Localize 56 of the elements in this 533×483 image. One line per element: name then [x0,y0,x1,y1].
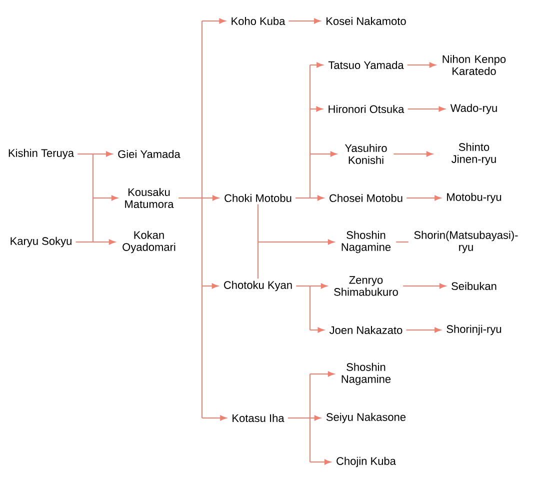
arrow [407,106,446,112]
arrow [310,327,324,333]
name-label: Kosei Nakamoto [326,16,406,26]
name-label: Wado-ryu [450,104,497,114]
arrow [310,62,324,68]
arrow [92,239,116,245]
name-label: Seiyu Nakasone [326,412,406,424]
arrow [310,283,328,289]
name-label: Kousaku Matumora [125,188,174,208]
arrow [406,327,442,333]
name-label: Giei Yamada [118,150,180,158]
connector-line [75,154,94,242]
name-label: Shorin(Matsubayasi)-ryu [414,230,518,254]
arrow [92,195,118,201]
arrow [202,195,219,201]
arrow [310,371,334,377]
name-label: Motobu-ryu [447,192,502,204]
arrow [402,283,446,289]
connector-line [295,64,310,198]
name-label: Hironori Otsuka [328,104,404,114]
arrow [202,415,227,421]
name-label: Nihon Kenpo Karatedo [442,54,506,76]
connector-line [296,286,310,330]
name-label: Choki Motobu [224,194,292,202]
arrow [310,459,331,465]
name-label: Shorinji-ryu [446,324,502,336]
name-label: Seibukan [452,282,496,290]
name-label: Zenryo Shimabukuro [334,276,398,296]
name-label: Kokan Oyadomari [122,230,176,254]
arrow [406,195,442,201]
name-label: Tatsuo Yamada [328,60,404,70]
name-label: Kotasu Iha [232,414,284,422]
name-label: Chojin Kuba [336,456,396,468]
connector-line [287,374,310,462]
arrow [202,18,226,24]
name-label: Karyu Sokyu [10,236,72,248]
arrow [92,151,112,157]
name-label: Joen Nakazato [329,326,402,334]
arrow [393,151,433,157]
arrow [406,62,436,68]
arrow [258,204,334,280]
connector-line [178,20,202,418]
arrow [310,195,324,201]
name-label: Koho Kuba [232,16,286,26]
arrow [310,106,323,112]
name-label: Shinto Jinen-ryu [452,142,496,166]
name-label: Kishin Teruya [8,148,74,160]
arrow [202,283,218,289]
name-label: Chosei Motobu [330,194,402,202]
arrow [310,151,337,157]
name-label: Shoshin Nagamine [342,230,391,254]
name-label: Shoshin Nagamine [342,362,391,386]
name-label: Yasuhiro Konishi [344,144,387,164]
arrow [288,18,321,24]
name-label: Chotoku Kyan [224,280,292,292]
arrow [310,415,321,421]
